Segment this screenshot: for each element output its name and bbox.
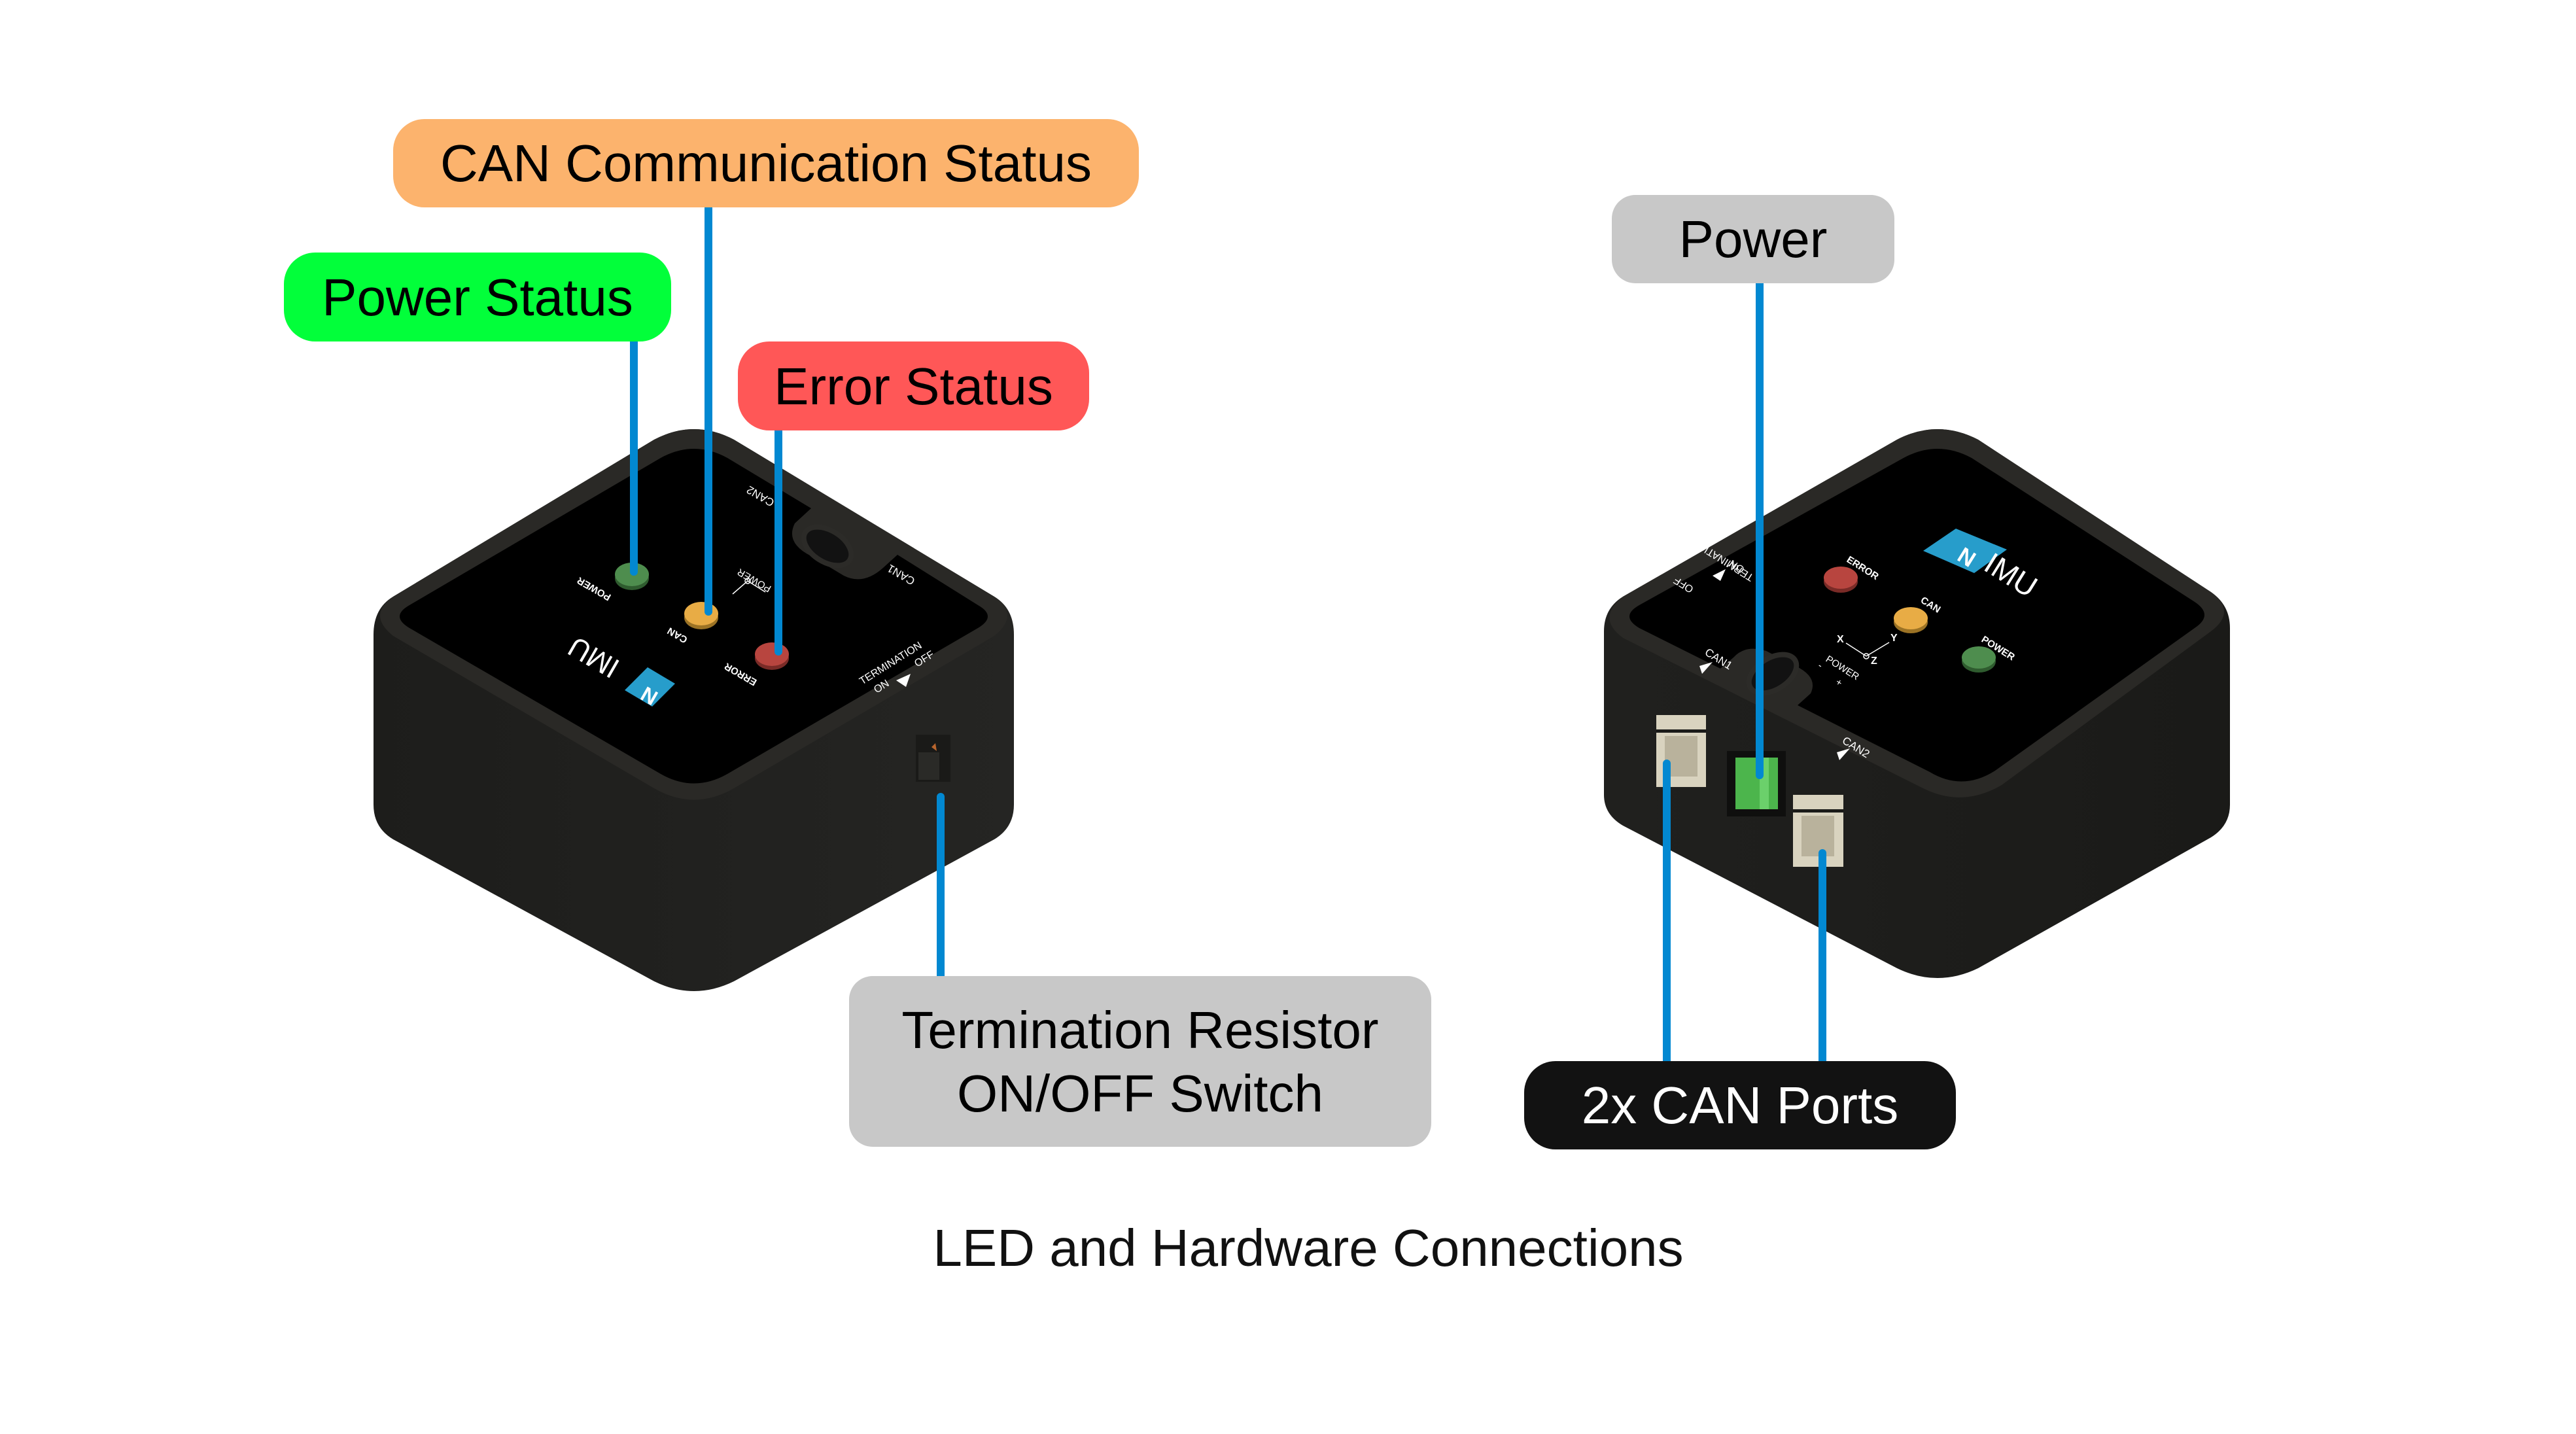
callout-power-status: Power Status (284, 253, 671, 341)
logo-n-badge (625, 667, 675, 707)
callout-text: Power Status (322, 268, 633, 326)
callout-text: 2x CAN Ports (1581, 1076, 1899, 1134)
callout-text: Error Status (774, 357, 1053, 415)
leader-lines (630, 203, 1826, 1065)
callout-can-ports: 2x CAN Ports (1524, 1061, 1956, 1149)
termination-arrow-icon (896, 674, 911, 687)
logo-n-badge (1923, 529, 2007, 573)
power-slot (801, 524, 854, 568)
axis-indicator-icon (732, 578, 766, 595)
callout-text-line-2: ON/OFF Switch (956, 1064, 1324, 1123)
led-error (755, 642, 789, 670)
callout-text-line-1: Termination Resistor (901, 1000, 1379, 1059)
led-error (1824, 567, 1858, 593)
can2-arrow-icon (1837, 748, 1850, 760)
callout-text: Power (1679, 210, 1828, 268)
callout-power: Power (1612, 195, 1894, 283)
led-power (1962, 646, 1996, 673)
led-can (684, 602, 718, 629)
imu-device-top-view-left: POWER CAN ERROR CAN1 CAN2 POWER TERMINAT… (374, 429, 1014, 991)
silk-axis-x: X (1837, 634, 1844, 645)
led-can (1894, 607, 1928, 633)
callout-error-status: Error Status (738, 341, 1089, 430)
imu-device-port-view-right: ERROR CAN POWER CAN1 CAN2 POWER - + TERM… (1604, 429, 2230, 978)
can2-port[interactable] (1793, 795, 1843, 867)
callout-can-communication-status: CAN Communication Status (393, 119, 1139, 207)
silk-axis-y: Y (1890, 633, 1898, 644)
callout-text: CAN Communication Status (440, 134, 1092, 192)
termination-switch[interactable] (916, 735, 950, 782)
figure-caption: LED and Hardware Connections (933, 1219, 1684, 1277)
axis-indicator-icon (1845, 642, 1890, 659)
can1-arrow-icon (1699, 662, 1713, 674)
termination-arrow-icon (1713, 569, 1726, 581)
callout-termination-resistor-switch: Termination Resistor ON/OFF Switch (849, 976, 1431, 1147)
silk-axis-z: Z (1871, 656, 1877, 667)
